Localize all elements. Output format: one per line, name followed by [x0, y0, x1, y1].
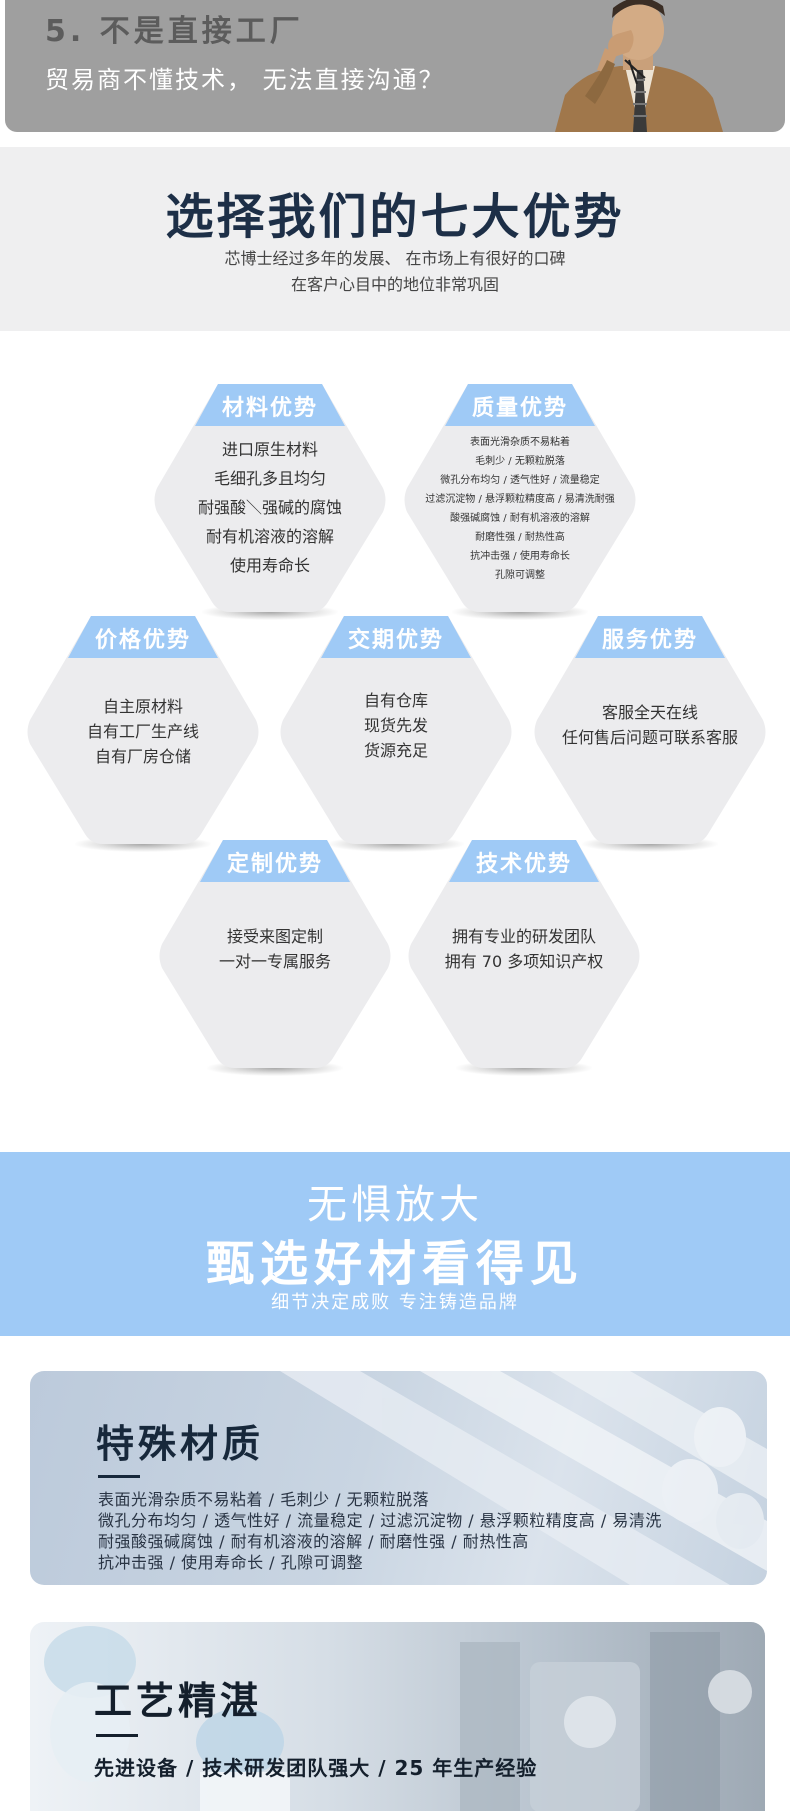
card-line: 接受来图定制 [226, 927, 323, 946]
factory-workers-image [44, 1626, 752, 1811]
special-material-lines: 表面光滑杂质不易粘着 / 毛刺少 / 无颗粒脱落 微孔分布均匀 / 透气性好 /… [98, 1489, 758, 1573]
advantage-card-price: 价格优势 自主原材料 自有工厂生产线 自有厂房仓储 [25, 616, 261, 852]
zoom-banner-line2: 甄选好材看得见 [205, 1236, 584, 1292]
title-underline [96, 1734, 138, 1737]
advantages-header: 选择我们的七大优势 芯博士经过多年的发展、 在市场上有很好的口碑 在客户心目中的… [0, 147, 790, 331]
zoom-banner-line1: 无惧放大 [307, 1182, 483, 1228]
advantage-card-quality: 质量优势 表面光滑杂质不易粘着 毛刺少 / 无颗粒脱落 微孔分布均匀 / 透气性… [402, 384, 638, 620]
craft-panel: 工艺精湛 先进设备 / 技术研发团队强大 / 25 年生产经验 [30, 1622, 765, 1811]
card-title: 质量优势 [471, 396, 568, 421]
card-line: 客服全天在线 [601, 703, 698, 722]
material-line: 耐强酸强碱腐蚀 / 耐有机溶液的溶解 / 耐磨性强 / 耐热性高 [98, 1532, 529, 1551]
white-rods-image [280, 1371, 767, 1585]
advantage-card-tech: 技术优势 拥有专业的研发团队 拥有 70 多项知识产权 [406, 840, 642, 1076]
material-line: 微孔分布均匀 / 透气性好 / 流量稳定 / 过滤沉淀物 / 悬浮颗粒精度高 /… [98, 1511, 662, 1530]
card-line: 拥有专业的研发团队 [451, 927, 596, 946]
card-line: 抗冲击强 / 使用寿命长 [470, 551, 570, 562]
card-line: 毛细孔多且均匀 [213, 469, 326, 488]
card-title: 定制优势 [226, 852, 323, 877]
card-title: 服务优势 [601, 628, 698, 653]
card-line: 孔隙可调整 [495, 570, 545, 581]
card-line: 进口原生材料 [221, 440, 318, 459]
card-lines: 自有仓库 现货先发 货源充足 [288, 688, 504, 763]
hexagon-icon [404, 384, 636, 612]
not-direct-factory-banner: 5. 不是直接工厂 贸易商不懂技术， 无法直接沟通？ [5, 0, 785, 132]
card-title: 交期优势 [347, 628, 444, 653]
card-lines: 拥有专业的研发团队 拥有 70 多项知识产权 [416, 924, 632, 974]
card-line: 任何售后问题可联系客服 [561, 728, 738, 747]
card-lines: 进口原生材料 毛细孔多且均匀 耐强酸＼强碱的腐蚀 耐有机溶液的溶解 使用寿命长 [162, 435, 378, 580]
card-title: 技术优势 [475, 852, 572, 877]
advantage-card-material: 材料优势 进口原生材料 毛细孔多且均匀 耐强酸＼强碱的腐蚀 耐有机溶液的溶解 使… [152, 384, 388, 620]
card-line: 现货先发 [363, 716, 428, 735]
banner-heading: 5. 不是直接工厂 [45, 14, 304, 49]
advantage-card-service: 服务优势 客服全天在线 任何售后问题可联系客服 [532, 616, 768, 852]
advantage-card-delivery: 交期优势 自有仓库 现货先发 货源充足 [278, 616, 514, 852]
material-line: 表面光滑杂质不易粘着 / 毛刺少 / 无颗粒脱落 [98, 1490, 430, 1509]
zoom-banner: 无惧放大 甄选好材看得见 细节决定成败 专注铸造品牌 [0, 1152, 790, 1336]
card-line: 使用寿命长 [229, 556, 310, 575]
special-material-title: 特殊材质 [96, 1422, 265, 1466]
card-lines: 客服全天在线 任何售后问题可联系客服 [542, 700, 758, 750]
card-line: 货源充足 [363, 741, 428, 760]
card-line: 自有厂房仓储 [94, 747, 191, 766]
card-line: 耐磨性强 / 耐热性高 [475, 532, 565, 543]
advantage-card-custom: 定制优势 接受来图定制 一对一专属服务 [157, 840, 393, 1076]
banner-subtext: 贸易商不懂技术， 无法直接沟通？ [45, 66, 445, 94]
card-line: 酸强碱腐蚀 / 耐有机溶液的溶解 [450, 513, 590, 524]
title-underline [98, 1475, 140, 1478]
hexagon-icon [280, 616, 512, 844]
zoom-banner-line3: 细节决定成败 专注铸造品牌 [271, 1292, 519, 1313]
card-line: 耐强酸＼强碱的腐蚀 [197, 498, 342, 517]
hexagon-icon [27, 616, 259, 844]
hexagon-icon [159, 840, 391, 1068]
card-line: 过滤沉淀物 / 悬浮颗粒精度高 / 易清洗耐强 [425, 494, 615, 505]
hexagon-icon [534, 616, 766, 844]
card-line: 自主原材料 [102, 697, 183, 716]
card-line: 微孔分布均匀 / 透气性好 / 流量稳定 [440, 475, 600, 486]
hexagon-icon [408, 840, 640, 1068]
card-line: 毛刺少 / 无颗粒脱落 [475, 456, 565, 467]
card-line: 自有工厂生产线 [86, 722, 199, 741]
advantages-subtitle-2: 在客户心目中的地位非常巩固 [290, 275, 499, 294]
card-title: 材料优势 [221, 396, 318, 421]
material-line: 抗冲击强 / 使用寿命长 / 孔隙可调整 [98, 1553, 364, 1572]
card-title: 价格优势 [94, 628, 191, 653]
card-line: 耐有机溶液的溶解 [205, 527, 334, 546]
craft-line: 先进设备 / 技术研发团队强大 / 25 年生产经验 [94, 1756, 538, 1780]
card-lines: 接受来图定制 一对一专属服务 [167, 924, 383, 974]
card-line: 拥有 70 多项知识产权 [444, 952, 604, 971]
card-lines: 自主原材料 自有工厂生产线 自有厂房仓储 [35, 694, 251, 769]
card-line: 表面光滑杂质不易粘着 [470, 437, 570, 448]
hexagon-icon [154, 384, 386, 612]
craft-title: 工艺精湛 [94, 1679, 263, 1723]
card-line: 一对一专属服务 [218, 952, 331, 971]
advantages-subtitle-1: 芯博士经过多年的发展、 在市场上有很好的口碑 [224, 249, 566, 268]
special-material-panel: 特殊材质 表面光滑杂质不易粘着 / 毛刺少 / 无颗粒脱落 微孔分布均匀 / 透… [30, 1371, 767, 1585]
advantages-title: 选择我们的七大优势 [165, 189, 625, 245]
card-lines: 表面光滑杂质不易粘着 毛刺少 / 无颗粒脱落 微孔分布均匀 / 透气性好 / 流… [412, 433, 628, 585]
card-line: 自有仓库 [363, 691, 428, 710]
frustrated-man-photo [555, 0, 723, 132]
